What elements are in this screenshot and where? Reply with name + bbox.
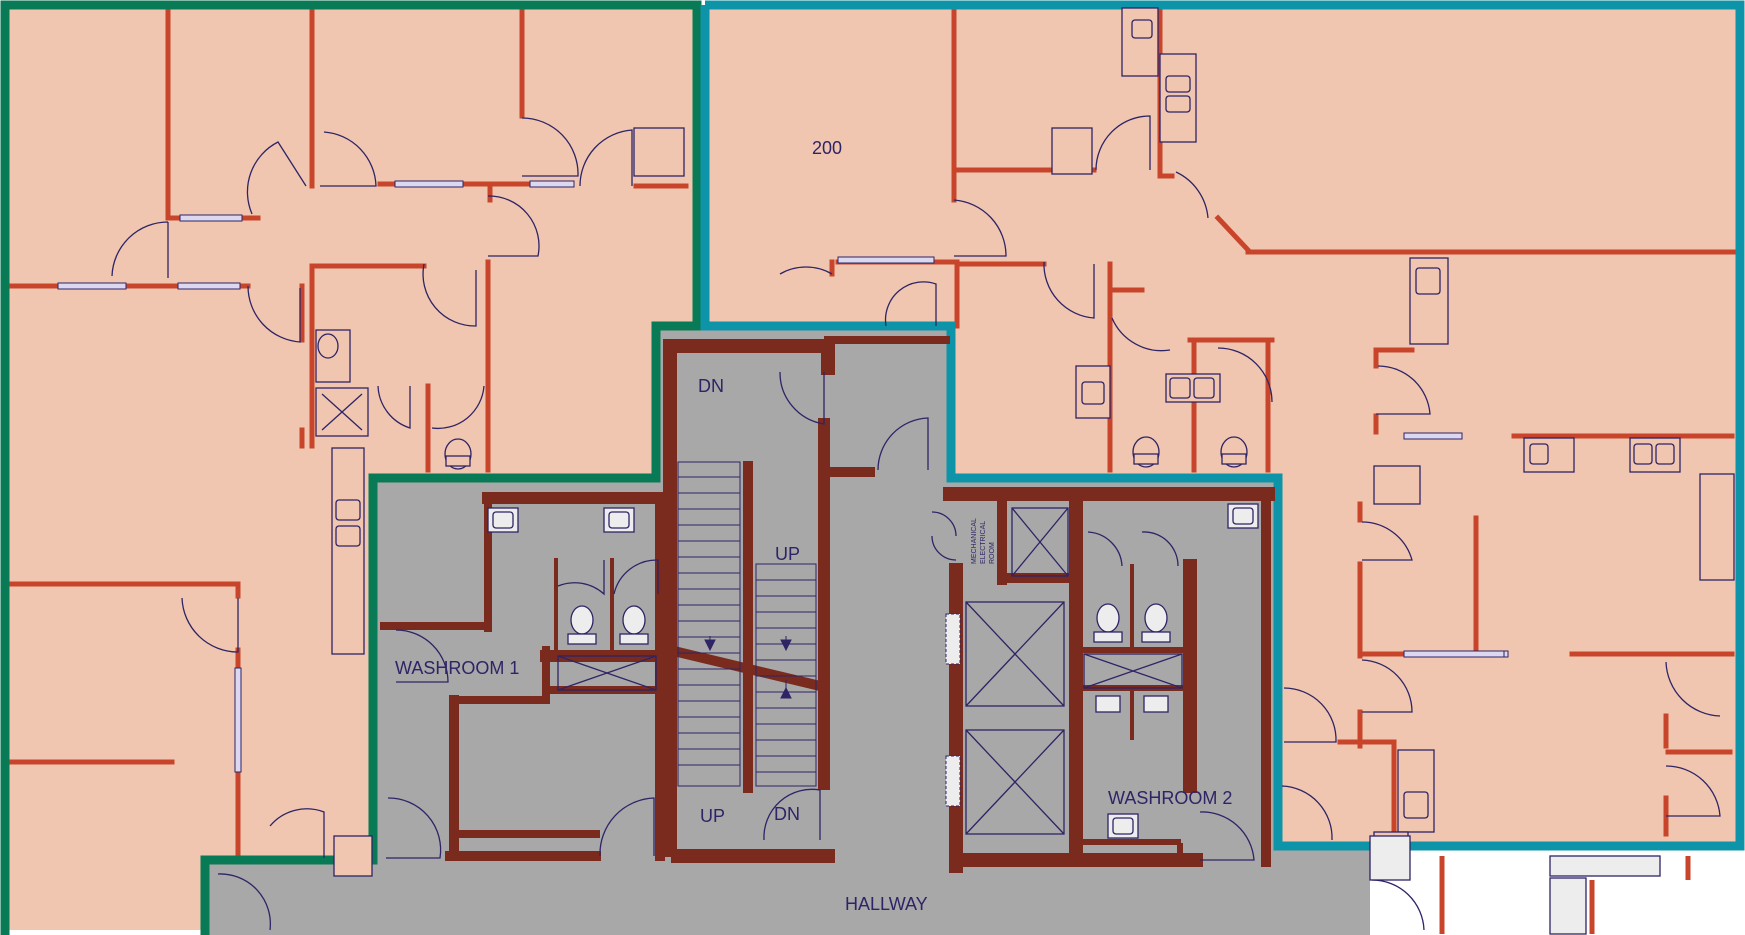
door-swings bbox=[111, 115, 1721, 931]
room-200-label: 200 bbox=[812, 138, 842, 158]
hallway-label: HALLWAY bbox=[845, 894, 928, 914]
washroom-2-label: WASHROOM 2 bbox=[1108, 788, 1232, 808]
plumbing-fixtures bbox=[315, 7, 1735, 935]
stair-dn-bottom-label: DN bbox=[774, 804, 800, 824]
stairs bbox=[677, 461, 817, 787]
stair-up-mid-label: UP bbox=[775, 544, 800, 564]
stair-treads-left bbox=[678, 476, 740, 766]
right-suite-floor bbox=[705, 5, 1740, 846]
mech-room-label-3: ROOM bbox=[989, 542, 996, 564]
room-labels: 200 WASHROOM 1 WASHROOM 2 HALLWAY DN UP … bbox=[395, 138, 1232, 914]
washroom-1-label: WASHROOM 1 bbox=[395, 658, 519, 678]
left-suite-walls bbox=[5, 5, 689, 861]
left-suite-outline bbox=[0, 0, 702, 935]
right-suite-outline bbox=[700, 0, 1745, 851]
mech-room-label-1: MECHANICAL bbox=[971, 518, 978, 564]
stair-up-bottom-label: UP bbox=[700, 806, 725, 826]
elevator-shafts bbox=[315, 387, 1183, 835]
mech-room-label-2: ELECTRICAL bbox=[980, 521, 987, 564]
stair-dn-top-label: DN bbox=[698, 376, 724, 396]
